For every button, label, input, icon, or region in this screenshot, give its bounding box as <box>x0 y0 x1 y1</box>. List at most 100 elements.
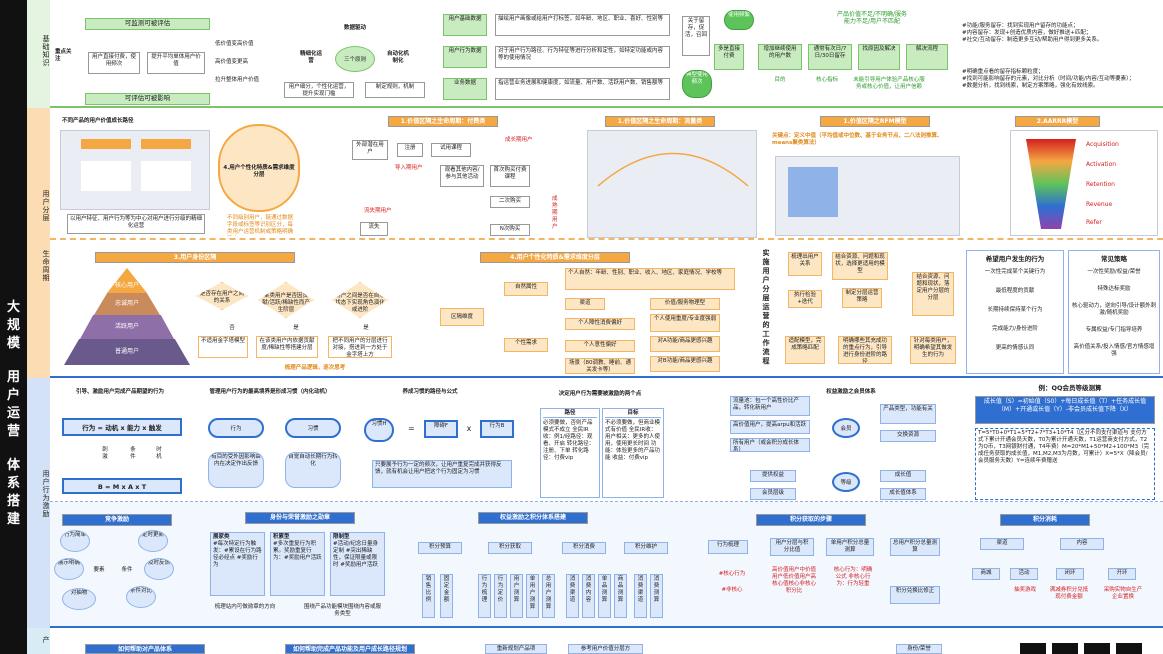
refined: 精细化运营 <box>299 51 322 64</box>
implement-label: 实施用户分层运营的工作流程 <box>758 248 774 368</box>
personal-high: 个人使用重度/专业度强弱 <box>650 314 720 332</box>
combine-business: 结合资源、问题和现状，落定用户分层的分层 <box>912 272 954 316</box>
n-purchase: N次购买 <box>490 224 530 236</box>
points-consume: 积分消费 <box>562 542 606 554</box>
hope-item: 完成能力/身份进阶 <box>992 326 1038 332</box>
get-item: 总用户测算 <box>542 574 555 618</box>
mall-box: 商城 <box>972 568 1000 580</box>
open-loop-box: 开环 <box>1108 568 1136 580</box>
bottom-b1: 如何帮助对产品体系 <box>85 644 205 654</box>
find-reason: 找原因及解决 <box>858 44 900 70</box>
rfm-key: 关键点：定义中值（平均值或中位数、基于业务节点、二八法则推算、means聚类算法… <box>772 133 943 146</box>
sidebar-char: 系 <box>6 476 20 491</box>
get-item: 行为梳理 <box>478 574 491 618</box>
hope-item: 一次性完成某个关键行为 <box>984 269 1046 275</box>
budget-item: 固定金额 <box>440 574 453 618</box>
member-node: 会员 <box>832 418 860 438</box>
target-body: 不必须要做，但商业模式有价值 全民IR收：用户相关：更多的人使用，使用更长时间 … <box>605 420 661 461</box>
business-data: 业务数据 <box>443 78 487 100</box>
member-level: 会员层级 <box>750 488 796 500</box>
sort-user: 梳理出用户关系 <box>788 252 822 276</box>
bottom-b3: 重新规划产品项 <box>485 644 547 654</box>
aarrr-item: Revenue <box>1086 201 1113 208</box>
pull-value-text: 拉升整体用户价值 <box>215 77 260 83</box>
lottery: 抽奖游戏 <box>1013 587 1036 593</box>
scene: 场景（80调教、睡前、通关发卡等） <box>565 358 635 374</box>
strategy-item: 核心驱动力，逆向引导/设计额外刺激/随机奖励 <box>1071 303 1157 316</box>
personal-bubble: 4.用户个性化特质&需求维度分层 <box>218 124 300 212</box>
condition-label: 条件 <box>130 447 136 460</box>
non-core: #非核心 <box>721 587 743 593</box>
yes-label: 是 <box>293 325 299 331</box>
bottom-b4: 参考用户价值分层方 <box>568 644 643 654</box>
core-metric-label: 核心指标 <box>815 77 838 83</box>
first-purchase: 首次购买付费课程 <box>490 165 530 187</box>
identity-caption: 梳理产品逻辑，逐次思考 <box>284 365 346 371</box>
measurable-box: 可监测可被评估 <box>85 18 210 30</box>
diagram-block <box>141 161 191 191</box>
solve-flow: 解决流程 <box>906 44 948 70</box>
lost: 流失 <box>360 222 388 236</box>
two-points-title: 决定用户行为需要被激励的两个点 <box>558 391 642 397</box>
behavior-pill: 行为 <box>208 418 264 438</box>
limited-head: 限制型 <box>333 534 350 540</box>
fix: 适配模型，完成策略匹配 <box>785 336 825 364</box>
get-item: 行为定价 <box>494 574 507 618</box>
strategy-panel: 常见策略 一次性奖励/权益/荣誉 特殊达标奖励 核心驱动力，逆向引导/设计额外刺… <box>1068 250 1160 374</box>
activity-box: 活动 <box>1010 568 1038 580</box>
consume-title: 积分消耗 <box>1000 514 1090 526</box>
aarrr-item: Retention <box>1086 181 1115 188</box>
diagram-block <box>141 139 191 149</box>
hope-item: 长期持续保持某个行为 <box>987 307 1043 313</box>
section-label-incentive: 用户行为激励 <box>42 470 50 518</box>
flow-title: 1.价值区隔之生命周期：流量类 <box>605 116 715 127</box>
bright: 明确哪些其充成功的重点行为，引导进行身份进阶的路径 <box>838 336 892 364</box>
path-title: 养成习惯的路径与公式 <box>402 389 458 395</box>
points-exchange: 积分兑换比修正 <box>890 586 940 604</box>
accumulate-head: 积累型 <box>273 534 290 540</box>
combine: 结合资源、问题和现状，选择更适用的模型 <box>832 252 888 280</box>
behavior-b-box: 行为B <box>480 420 514 438</box>
right-text-top: #功能/服务留存：找到实现用户留存的功能点； #内容留存：发现+创造优质内容，做… <box>960 22 1160 52</box>
section-label-layer: 用户分层 <box>42 190 50 222</box>
key-focus: 重点关注 <box>55 49 72 62</box>
growth-value: 成长值 <box>880 470 926 482</box>
maintain-item: 消费测算 <box>650 574 663 618</box>
rfm-cube <box>788 167 838 217</box>
flow-diagram <box>587 130 757 238</box>
raise-value-box: 提升平均单体用户价值 <box>147 52 205 74</box>
lifecycle-pay-title: 1.价值区隔之生命周期：付费类 <box>388 116 498 127</box>
b-func: 对B功能/商品更感兴趣 <box>650 356 720 372</box>
outside-box: 有目的受外因影响由内在决定作出反馈 <box>208 452 264 488</box>
section-label-lifecycle: 生命周期 <box>42 250 50 282</box>
provide-rights: 提供权益 <box>750 470 796 482</box>
limited-desc: #活动/纪念日量身定制 #突出稀缺性，保证限量或限时 #奖励用户活跃 <box>333 541 378 568</box>
behavior-data-desc: 对于用户行为路径、行为特征等进行分析和定性，如特定功能或内容等的使用情况 <box>495 46 670 68</box>
personal-bubble-text: 4.用户个性化特质&需求维度分层 <box>223 165 295 178</box>
full-reduce: 满减券积分兑抵现付费金额 <box>1049 587 1089 600</box>
low-value-text: 低价值变高价值 <box>215 41 254 47</box>
medal-note2: 围绕产品功能模块围绕内容或服务类型 <box>303 604 381 617</box>
pyramid-level: 核心用户 <box>107 268 147 293</box>
pyramid-level: 活跃用户 <box>80 315 174 339</box>
habit-title: 管理用户行为的最高境界是形成习惯（内化动机） <box>209 389 331 395</box>
diff-note: 不同级别用户，链通过数据字段或标签等识别区分，每类用户运营机制或策略明确确立 <box>227 215 294 235</box>
three-principles: 三个原则 <box>335 46 375 72</box>
retention-rate: 通常有次日/7日/30日留存 <box>808 44 852 70</box>
single-user: 单用户积分总量测算 <box>826 538 874 556</box>
habit-note: 只要展予行为一定的频次，让用户重复完成并获得反馈，就有机会让用户把这个行为固定为… <box>372 460 512 488</box>
habit-pill: 习惯 <box>285 418 341 438</box>
maintain-item: 消费渠道 <box>634 574 647 618</box>
sidebar-title: 大 规 模 用 户 运 营 体 系 搭 建 <box>0 0 27 654</box>
product-func: 产品类型，功能有关 <box>880 404 936 424</box>
user-seg: 用户细分，个性化运营，提升实现门槛 <box>284 82 354 98</box>
condition-mid: 条件 <box>121 567 133 573</box>
product-value: 产品价值不足/不明确/服务能力不足/用户不匹配 <box>836 11 908 25</box>
ext-user: 外部潜在用户 <box>352 140 388 160</box>
sidebar-char: 体 <box>6 458 20 473</box>
pyramid: 核心用户 忠诚用户 活跃用户 普通用户 <box>62 268 192 368</box>
acquire-title: 积分获取的步骤 <box>756 514 866 526</box>
result2: 在该类用户内依据贡献度/稀缺性等搭建分层 <box>256 336 318 358</box>
basic-data: 用户基础数据 <box>443 14 487 36</box>
yes-label: 是 <box>363 325 369 331</box>
